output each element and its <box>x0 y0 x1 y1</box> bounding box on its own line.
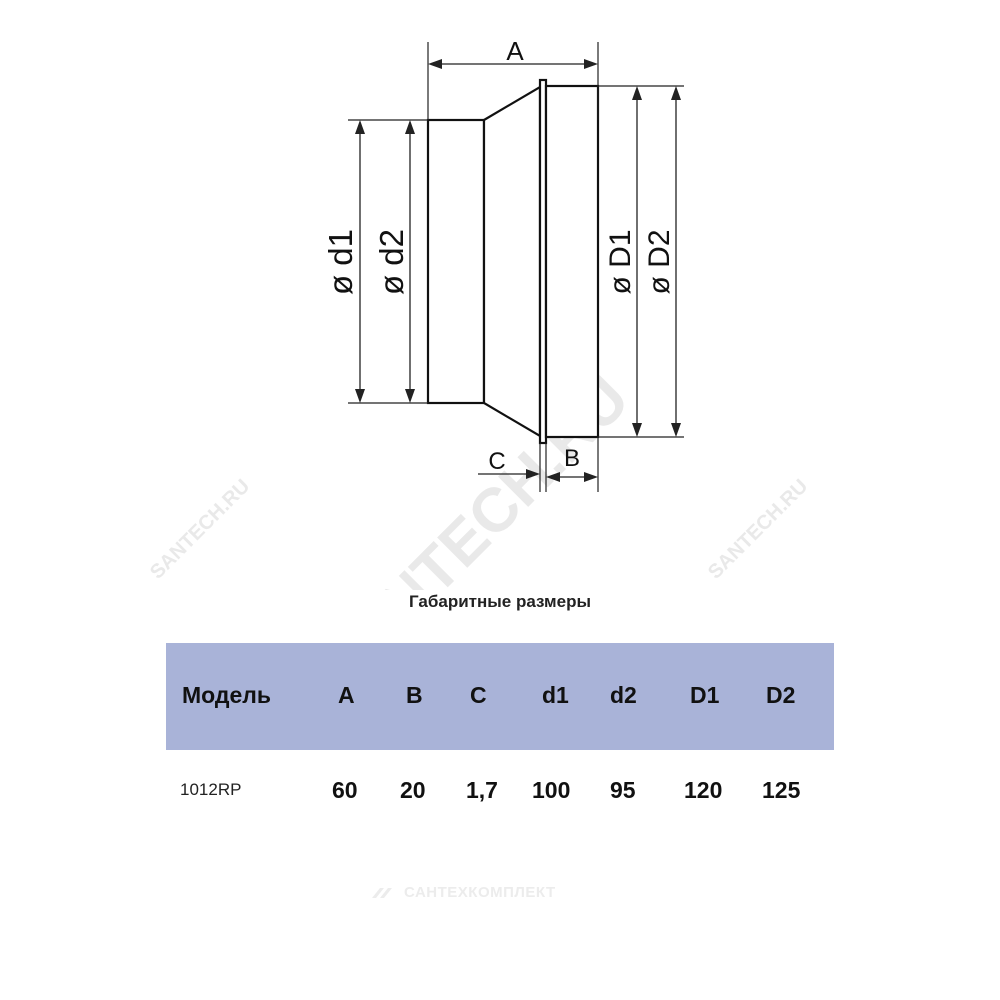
reducer-outline <box>426 78 600 445</box>
dimension-a: A <box>428 36 598 69</box>
dimensions-table: Модель A B C d1 d2 D1 D2 1012RP 60 20 1,… <box>166 643 834 810</box>
label-D1: ø D1 <box>604 229 637 294</box>
label-c: C <box>488 448 505 475</box>
brand-watermark: САНТЕХКОМПЛЕКТ <box>370 884 556 901</box>
cell-d2: 95 <box>610 777 636 803</box>
cell-D2: 125 <box>762 777 801 803</box>
dimension-d1: ø d1 <box>322 120 365 403</box>
table-header: Модель A B C d1 d2 D1 D2 <box>166 643 834 750</box>
header-c: C <box>470 682 487 708</box>
cell-b: 20 <box>400 777 426 803</box>
watermark-right: SANTECH.RU <box>704 475 812 583</box>
reducer-technical-drawing: SANTECH.RU SANTECH.RU SANTECH.RU A ø d1 <box>146 36 812 590</box>
label-d2: ø d2 <box>373 229 410 295</box>
header-d2: d2 <box>610 682 637 708</box>
label-b: B <box>564 445 580 472</box>
extension-lines <box>348 42 684 492</box>
dimension-d2: ø d2 <box>373 120 415 403</box>
cell-a: 60 <box>332 777 358 803</box>
label-a: A <box>506 36 524 66</box>
cell-D1: 120 <box>684 777 723 803</box>
header-b: B <box>406 682 423 708</box>
dimension-D2: ø D2 <box>643 86 681 437</box>
dimension-D1: ø D1 <box>604 86 642 437</box>
dimension-b: B <box>546 445 598 482</box>
header-model: Модель <box>182 682 272 708</box>
cell-model: 1012RP <box>180 780 242 799</box>
cell-d1: 100 <box>532 777 571 803</box>
cell-c: 1,7 <box>466 777 498 803</box>
label-d1: ø d1 <box>322 229 359 295</box>
brand-name: САНТЕХКОМПЛЕКТ <box>404 884 556 901</box>
header-D1: D1 <box>690 682 720 708</box>
dimension-c: C <box>478 448 540 479</box>
watermark-left: SANTECH.RU <box>146 475 254 583</box>
header-D2: D2 <box>766 682 796 708</box>
brand-logo-icon <box>372 888 392 899</box>
header-a: A <box>338 682 355 708</box>
table-row: 1012RP 60 20 1,7 100 95 120 125 <box>166 750 834 810</box>
header-d1: d1 <box>542 682 569 708</box>
table-title: Габаритные размеры <box>409 592 591 611</box>
label-D2: ø D2 <box>643 229 676 294</box>
